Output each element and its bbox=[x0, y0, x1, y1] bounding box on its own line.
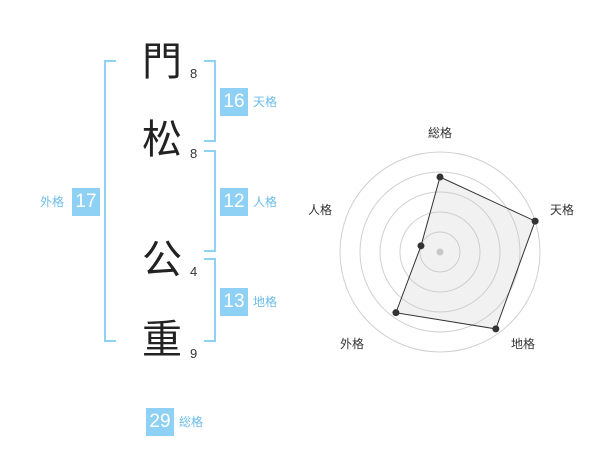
jinkaku-label: 人格 bbox=[253, 195, 278, 209]
radar-ring bbox=[419, 231, 461, 273]
tenkaku-bracket bbox=[204, 60, 216, 142]
chikaku-label: 地格 bbox=[253, 295, 278, 309]
radar-label-jinkaku: 人格 bbox=[308, 203, 333, 217]
chikaku-value: 13 bbox=[220, 288, 248, 316]
radar-point-2 bbox=[531, 217, 539, 225]
soukaku-value: 29 bbox=[146, 408, 174, 436]
radar-label-chikaku: 地格 bbox=[511, 337, 536, 351]
stroke-count-2: 8 bbox=[190, 146, 198, 161]
stroke-count-3: 4 bbox=[190, 264, 198, 279]
gaikaku-label: 外格 bbox=[40, 195, 65, 209]
radar-point-1 bbox=[436, 173, 444, 181]
jinkaku-bracket bbox=[204, 150, 216, 252]
radar-ring bbox=[339, 151, 541, 353]
name-char-2: 松 bbox=[142, 117, 182, 163]
gaikaku-value: 17 bbox=[72, 188, 100, 216]
radar-label-gaikaku: 外格 bbox=[340, 337, 365, 351]
name-char-3: 公 bbox=[142, 237, 182, 283]
radar-ring bbox=[399, 211, 481, 293]
stroke-count-1: 8 bbox=[190, 66, 198, 81]
name-char-4: 重 bbox=[142, 317, 182, 363]
radar-center-point bbox=[436, 248, 444, 256]
radar-point-3 bbox=[492, 325, 500, 333]
name-char-1: 門 bbox=[142, 39, 182, 85]
chikaku-bracket bbox=[204, 258, 216, 342]
radar-ring bbox=[379, 191, 501, 313]
tenkaku-label: 天格 bbox=[253, 95, 278, 109]
radar-ring bbox=[359, 171, 521, 333]
jinkaku-value: 12 bbox=[220, 188, 248, 216]
radar-label-tenkaku: 天格 bbox=[550, 203, 575, 217]
tenkaku-value: 16 bbox=[220, 88, 248, 116]
stroke-count-4: 9 bbox=[190, 346, 198, 361]
radar-point-5 bbox=[417, 242, 425, 250]
gaikaku-bracket bbox=[104, 60, 116, 342]
radar-point-4 bbox=[392, 309, 400, 317]
soukaku-label: 総格 bbox=[179, 415, 204, 429]
radar-data-area bbox=[395, 176, 536, 330]
radar-label-soukaku: 総格 bbox=[428, 126, 453, 140]
